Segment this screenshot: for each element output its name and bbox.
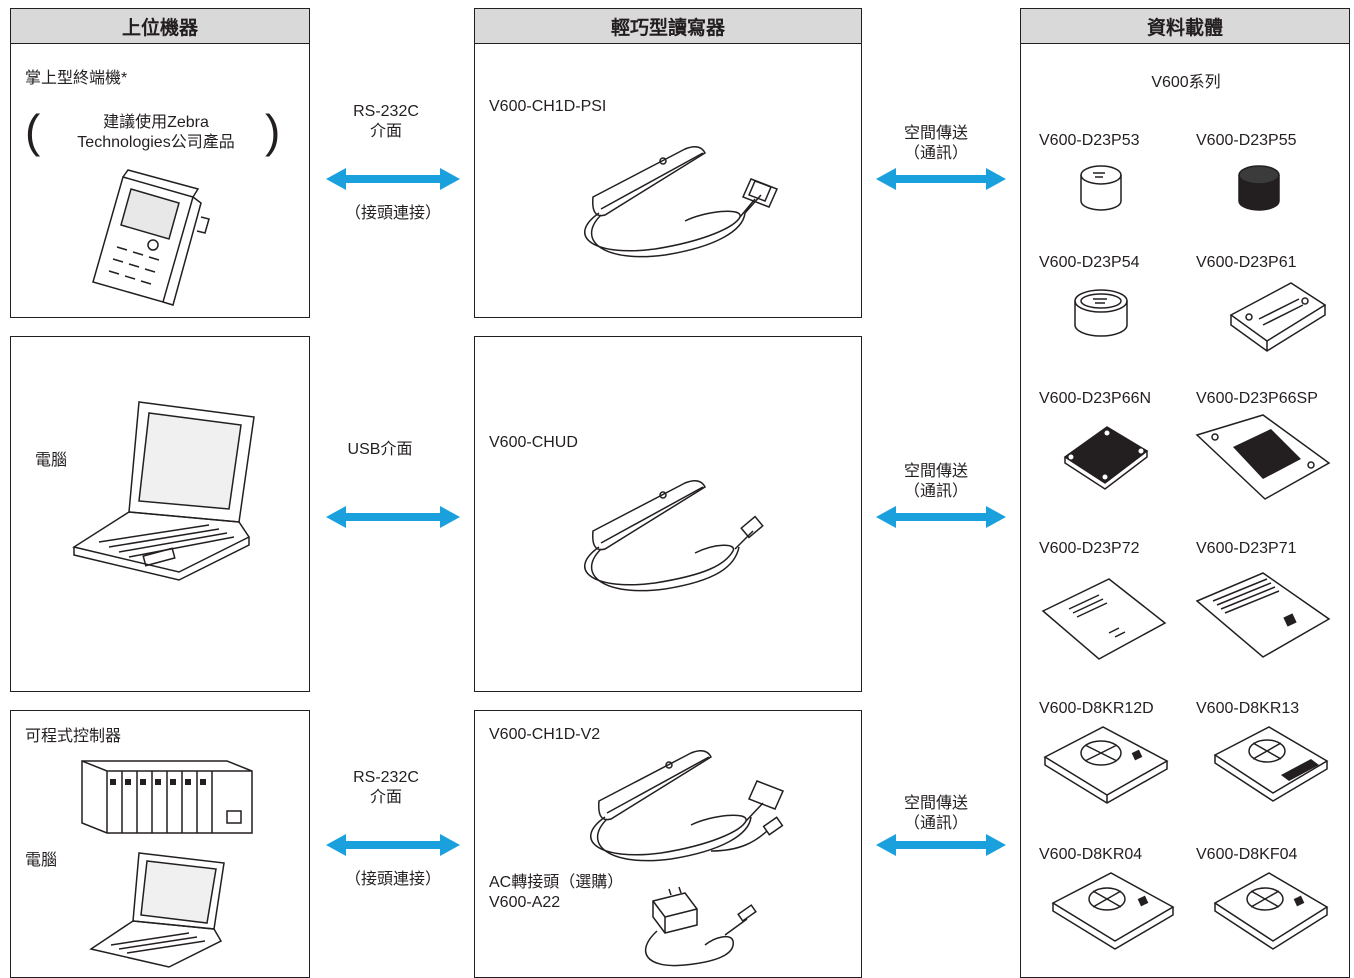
host-column-title: 上位機器 [11,9,309,44]
reader-column-title: 輕巧型讀寫器 [475,9,861,44]
tag-d23p53-image [1080,165,1122,211]
plc-label: 可程式控制器 [25,728,122,745]
pc-box: 電腦 [10,336,310,692]
close-paren: ) [265,105,281,157]
carrier-label: V600-D23P54 [1039,254,1140,271]
reader-1-model: V600-CH1D-PSI [489,98,607,115]
plc-pc-box: 可程式控制器 電腦 [10,710,310,978]
handheld-note-line1: 建議使用Zebra [103,114,209,131]
pc2-label: 電腦 [25,852,58,869]
space-label-1-line2: （通訊） [903,145,968,162]
host-header-box: 上位機器 掌上型終端機* ( ) 建議使用Zebra Technologies公… [10,8,310,318]
carrier-label: V600-D8KR12D [1039,700,1154,717]
tag-d23p54-image [1074,289,1128,337]
arrow-space-1 [876,168,1006,190]
plc-image [81,760,253,834]
carrier-label: V600-D23P53 [1039,132,1140,149]
adapter-label-line1: AC轉接頭（選購） [489,874,624,891]
space-label-2-line2: （通訊） [903,483,968,500]
laptop2-image [89,852,225,968]
ac-adapter-image [645,886,757,967]
rs232-label-2-line1: RS-232C [353,769,419,786]
tag-d8kr12d-image [1043,726,1169,804]
open-paren: ( [25,105,41,157]
carrier-label: V600-D8KR04 [1039,846,1143,863]
handheld-terminal-label: 掌上型終端機* [25,70,128,87]
reader-3-model: V600-CH1D-V2 [489,726,601,743]
carrier-label: V600-D8KR13 [1196,700,1300,717]
space-label-1-line1: 空間傳送 [903,125,968,142]
arrow-space-2 [876,506,1006,528]
reader-box-2: V600-CHUD [474,336,862,692]
tag-d8kf04-image [1213,872,1329,950]
tag-d8kr04-image [1051,872,1175,950]
carrier-label: V600-D23P72 [1039,540,1140,557]
handheld-note-line2: Technologies公司產品 [77,134,235,151]
adapter-label-line2: V600-A22 [489,894,561,911]
reader-box-1: 輕巧型讀寫器 V600-CH1D-PSI [474,8,862,318]
tag-d8kr13-image [1213,726,1329,802]
carrier-box: 資料載體 V600系列 V600-D23P53 V600-D23P55 V600… [1020,8,1350,978]
connector-label-1: （接頭連接） [344,205,441,222]
rs232-label-2-line2: 介面 [369,789,402,806]
reader-2-model: V600-CHUD [489,434,578,451]
rs232-label-1-line2: 介面 [369,123,402,140]
tag-d23p66sp-image [1195,414,1331,500]
tag-d23p72-image [1041,578,1167,660]
carrier-column-title: 資料載體 [1021,9,1349,44]
tag-d23p55-image [1238,165,1280,211]
pc-label: 電腦 [35,452,68,469]
connector-label-2: （接頭連接） [344,871,441,888]
reader-1-image [584,146,779,258]
tag-d23p61-image [1229,282,1327,352]
carrier-label: V600-D23P61 [1196,254,1297,271]
handheld-terminal-image [92,169,210,306]
carrier-label: V600-D23P55 [1196,132,1297,149]
carrier-label: V600-D23P66N [1039,390,1152,407]
arrow-rs232-1 [326,168,460,190]
space-label-2-line1: 空間傳送 [903,463,968,480]
arrow-usb [326,506,460,528]
usb-label: USB介面 [347,441,413,458]
tag-d23p66n-image [1063,426,1149,490]
space-label-3-line1: 空間傳送 [903,795,968,812]
reader-2-image [584,480,764,592]
arrow-rs232-2 [326,834,460,856]
carrier-series-label: V600系列 [1151,74,1221,91]
carrier-label: V600-D8KF04 [1196,846,1298,863]
carrier-label: V600-D23P71 [1196,540,1297,557]
rs232-label-1-line1: RS-232C [353,103,419,120]
laptop-image [72,401,255,581]
arrow-space-3 [876,834,1006,856]
carrier-label: V600-D23P66SP [1196,390,1318,407]
tag-d23p71-image [1195,572,1331,658]
space-label-3-line2: （通訊） [903,815,968,832]
reader-box-3: V600-CH1D-V2 AC轉接頭（選購） V600-A22 [474,710,862,978]
reader-3-image [590,750,785,862]
